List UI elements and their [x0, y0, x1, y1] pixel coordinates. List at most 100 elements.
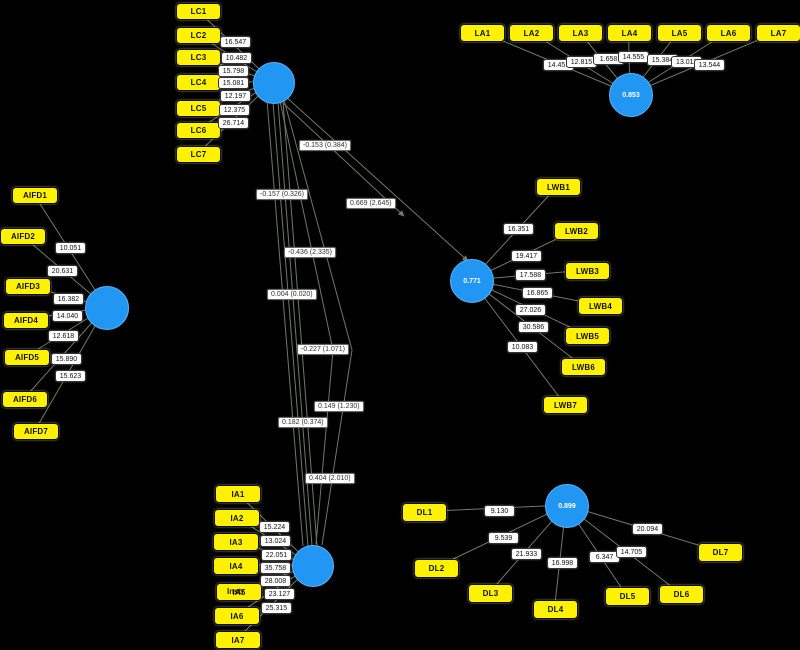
latent-circle-ia[interactable]	[292, 545, 334, 587]
indicator-box-la4[interactable]: LA4	[607, 24, 652, 42]
latent-circle-value: 0.853	[622, 91, 640, 99]
latent-circle-aifd[interactable]	[85, 286, 129, 330]
indicator-box-dl5[interactable]: DL5	[605, 587, 650, 606]
indicator-box-lc3[interactable]: LC3	[176, 49, 221, 66]
loading-value-aifd7[interactable]: 15.623	[55, 370, 86, 382]
indicator-box-lwb5[interactable]: LWB5	[565, 327, 610, 345]
loading-value-lwb4[interactable]: 16.865	[522, 287, 553, 299]
structural-path-line	[284, 95, 469, 262]
indicator-box-la5[interactable]: LA5	[657, 24, 702, 42]
loading-value-ia3[interactable]: 22.051	[261, 549, 292, 561]
latent-circle-lc[interactable]	[253, 62, 295, 104]
indicator-box-aifd6[interactable]: AIFD6	[2, 391, 48, 408]
indicator-box-la6[interactable]: LA6	[706, 24, 751, 42]
loading-value-ia5[interactable]: 28.008	[260, 575, 291, 587]
indicator-box-dl7[interactable]: DL7	[698, 543, 743, 562]
path-coefficient-label[interactable]: -0.153 (0.384)	[299, 140, 351, 151]
indicator-box-ia6[interactable]: IA6	[214, 607, 260, 625]
indicator-box-la1[interactable]: LA1	[460, 24, 505, 42]
path-coefficient-label[interactable]: -0.436 (2.335)	[284, 247, 336, 258]
loading-value-aifd1[interactable]: 10.051	[55, 242, 86, 254]
indicator-box-lwb7[interactable]: LWB7	[543, 396, 588, 414]
structural-path-line	[277, 101, 313, 547]
loading-value-dl6[interactable]: 14.705	[616, 546, 647, 558]
indicator-box-aifd1[interactable]: AIFD1	[12, 187, 58, 204]
path-coefficient-label[interactable]: 0.149 (1.230)	[314, 401, 364, 412]
indicator-box-lc4[interactable]: LC4	[176, 74, 221, 91]
loading-value-lc6[interactable]: 12.375	[219, 104, 250, 116]
indicator-box-lc5[interactable]: LC5	[176, 100, 221, 117]
loading-value-lc4[interactable]: 15.081	[218, 77, 249, 89]
loading-value-lwb3[interactable]: 17.588	[515, 269, 546, 281]
loading-value-la3[interactable]: 1.658	[593, 53, 624, 65]
indicator-box-la7[interactable]: LA7	[756, 24, 800, 42]
indicator-box-ia1[interactable]: IA1	[215, 485, 261, 503]
loading-value-la4[interactable]: 14.555	[618, 51, 649, 63]
path-coefficient-label[interactable]: 0.404 (2.010)	[305, 473, 355, 484]
indicator-box-la3[interactable]: LA3	[558, 24, 603, 42]
loading-value-lwb5[interactable]: 27.026	[515, 304, 546, 316]
indicator-box-dl2[interactable]: DL2	[414, 559, 459, 578]
loading-value-lc2[interactable]: 10.482	[221, 52, 252, 64]
path-coefficient-label[interactable]: 0.669 (2.645)	[346, 198, 396, 209]
loading-value-ia7[interactable]: 25.315	[261, 602, 292, 614]
indicator-box-aifd2[interactable]: AIFD2	[0, 228, 46, 245]
indicator-box-lc7[interactable]: LC7	[176, 146, 221, 163]
indicator-box-dl6[interactable]: DL6	[659, 585, 704, 604]
loading-value-dl1[interactable]: 9.130	[484, 505, 515, 517]
loading-value-dl3[interactable]: 21.933	[511, 548, 542, 560]
path-coefficient-label[interactable]: -0.227 (1.071)	[297, 344, 349, 355]
loading-value-dl4[interactable]: 16.998	[547, 557, 578, 569]
indicator-box-la2[interactable]: LA2	[509, 24, 554, 42]
indicator-box-aifd7[interactable]: AIFD7	[13, 423, 59, 440]
indicator-box-dl3[interactable]: DL3	[468, 584, 513, 603]
loading-value-lc3[interactable]: 15.798	[218, 65, 249, 77]
path-coefficient-label[interactable]: 0.004 (0.020)	[267, 289, 317, 300]
loading-value-dl7[interactable]: 20.094	[632, 523, 663, 535]
loading-value-lwb7[interactable]: 10.083	[507, 341, 538, 353]
path-coefficient-label[interactable]: 0.182 (0.374)	[278, 417, 328, 428]
indicator-box-ia3[interactable]: IA3	[213, 533, 259, 551]
latent-circle-dl[interactable]: 0.899	[545, 484, 589, 528]
loading-value-lwb2[interactable]: 19.417	[511, 250, 542, 262]
indicator-box-dl4[interactable]: DL4	[533, 600, 578, 619]
loading-value-aifd6[interactable]: 15.890	[51, 353, 82, 365]
indicator-box-lwb4[interactable]: LWB4	[578, 297, 623, 315]
latent-circle-lwb[interactable]: 0.771	[450, 259, 494, 303]
loading-value-lc5[interactable]: 12.197	[220, 90, 251, 102]
structural-path-line	[282, 102, 405, 217]
indicator-box-lc1[interactable]: LC1	[176, 3, 221, 20]
indicator-box-dl1[interactable]: DL1	[402, 503, 447, 522]
loading-value-la7[interactable]: 13.544	[694, 59, 725, 71]
loading-value-ia2[interactable]: 13.024	[260, 535, 291, 547]
indicator-box-lwb3[interactable]: LWB3	[565, 262, 610, 280]
indicator-box-lwb2[interactable]: LWB2	[554, 222, 599, 240]
latent-circle-la[interactable]: 0.853	[609, 73, 653, 117]
loading-value-lwb1[interactable]: 16.351	[503, 223, 534, 235]
path-coefficient-label[interactable]: -0.157 (0.326)	[256, 189, 308, 200]
indicator-box-lwb1[interactable]: LWB1	[536, 178, 581, 196]
indicator-box-aifd3[interactable]: AIFD3	[5, 278, 51, 295]
indicator-box-ia5[interactable]: IA5	[216, 583, 262, 601]
loading-value-aifd2[interactable]: 20.631	[47, 265, 78, 277]
loading-value-dl2[interactable]: 9.539	[488, 532, 519, 544]
indicator-box-aifd4[interactable]: AIFD4	[3, 312, 49, 329]
loading-value-ia6[interactable]: 23.127	[264, 588, 295, 600]
loading-value-la5[interactable]: 15.384	[647, 54, 678, 66]
loading-value-ia4[interactable]: 35.758	[260, 562, 291, 574]
loading-value-lc1[interactable]: 16.547	[220, 36, 251, 48]
indicator-box-ia2[interactable]: IA2	[214, 509, 260, 527]
indicator-box-lc2[interactable]: LC2	[176, 27, 221, 44]
loading-value-aifd4[interactable]: 14.040	[52, 310, 83, 322]
indicator-box-lc6[interactable]: LC6	[176, 122, 221, 139]
loading-value-ia1[interactable]: 15.224	[259, 521, 290, 533]
loading-value-aifd5[interactable]: 12.618	[48, 330, 79, 342]
indicator-box-ia4[interactable]: IA4	[213, 557, 259, 575]
loading-value-aifd3[interactable]: 16.382	[53, 293, 84, 305]
loading-value-lc7[interactable]: 26.714	[218, 117, 249, 129]
indicator-box-aifd5[interactable]: AIFD5	[4, 349, 50, 366]
indicator-box-lwb6[interactable]: LWB6	[561, 358, 606, 376]
indicator-box-ia7[interactable]: IA7	[215, 631, 261, 649]
loading-value-lwb6[interactable]: 30.586	[518, 321, 549, 333]
